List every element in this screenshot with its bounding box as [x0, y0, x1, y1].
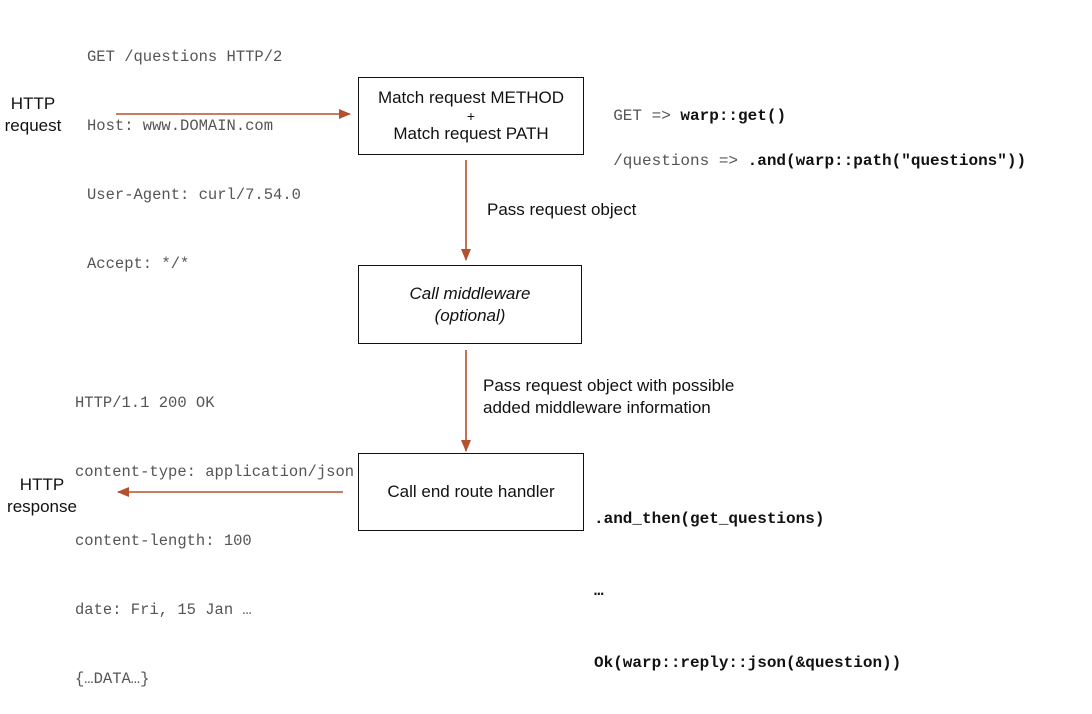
path-mapping: /questions => .and(warp::path("questions… — [594, 128, 1026, 172]
request-code-line: Accept: */* — [87, 255, 190, 273]
arrows-layer — [116, 109, 471, 497]
plus-sign: + — [466, 108, 476, 124]
handler-code-line: … — [594, 582, 604, 600]
match-path-text: Match request PATH — [393, 124, 549, 143]
request-code-line: User-Agent: curl/7.54.0 — [87, 186, 301, 204]
pass-with-middleware-label: Pass request object with possible added … — [483, 375, 734, 419]
http-response-label-line2: response — [7, 497, 77, 516]
handler-code-line: .and_then(get_questions) — [594, 510, 825, 528]
middleware-box: Call middleware (optional) — [358, 265, 582, 344]
request-code-line: Host: www.DOMAIN.com — [87, 117, 274, 135]
response-code-line: content-length: 100 — [75, 532, 252, 550]
path-mapping-left: /questions => — [613, 152, 748, 170]
route-handler-box: Call end route handler — [358, 453, 584, 531]
match-request-box: Match request METHOD + Match request PAT… — [358, 77, 584, 155]
response-code-line: HTTP/1.1 200 OK — [75, 394, 215, 412]
middleware-text: Call middleware — [409, 283, 531, 303]
response-code-line: content-type: application/json — [75, 463, 355, 481]
pass-request-label: Pass request object — [487, 200, 637, 219]
request-code-block: GET /questions HTTP/2 Host: www.DOMAIN.c… — [87, 0, 301, 299]
handler-code-block: .and_then(get_questions) … Ok(warp::repl… — [594, 459, 901, 699]
path-mapping-right: .and(warp::path("questions")) — [747, 152, 1027, 170]
http-response-label-line1: HTTP — [19, 475, 65, 494]
response-code-line: {…DATA…} — [75, 670, 150, 688]
method-mapping-left: GET => — [613, 107, 681, 125]
response-code-line: date: Fri, 15 Jan … — [75, 601, 252, 619]
request-code-line: GET /questions HTTP/2 — [87, 48, 283, 66]
http-request-label: HTTP request — [0, 93, 66, 137]
response-code-block: HTTP/1.1 200 OK content-type: applicatio… — [75, 346, 354, 714]
http-response-label: HTTP response — [0, 474, 84, 518]
pass-with-middleware-line2: added middleware information — [483, 398, 711, 417]
pass-with-middleware-line1: Pass request object with possible — [483, 376, 735, 395]
http-request-label-line2: request — [4, 116, 62, 135]
method-mapping-right: warp::get() — [680, 107, 787, 125]
method-mapping: GET => warp::get() — [594, 83, 786, 127]
route-handler-text: Call end route handler — [387, 482, 555, 501]
middleware-optional-text: (optional) — [434, 305, 506, 325]
match-method-text: Match request METHOD — [377, 88, 565, 107]
http-request-label-line1: HTTP — [10, 94, 56, 113]
handler-code-line: Ok(warp::reply::json(&question)) — [594, 654, 902, 672]
